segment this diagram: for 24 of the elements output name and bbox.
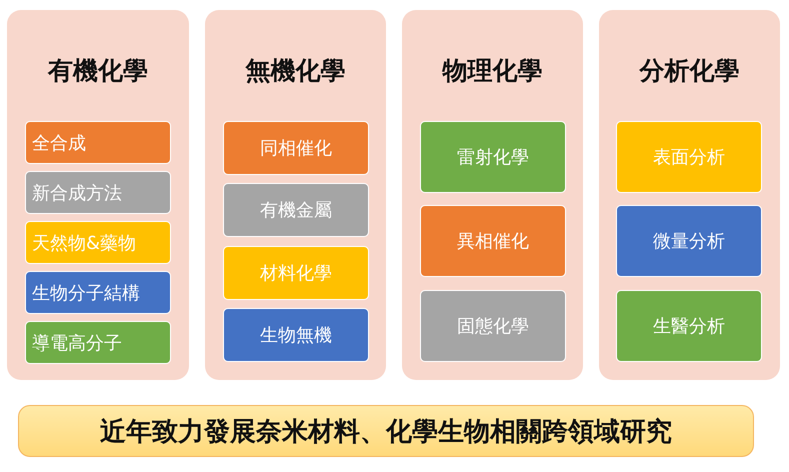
topic-box: 生物無機 <box>223 308 369 362</box>
panel-title: 無機化學 <box>244 55 346 87</box>
topic-box: 表面分析 <box>616 121 762 193</box>
topic-box: 生物分子結構 <box>25 271 171 314</box>
panel-title: 分析化學 <box>638 55 740 87</box>
topic-box: 材料化學 <box>223 246 369 300</box>
topic-box: 異相催化 <box>420 205 566 277</box>
banner-box: 近年致力發展奈米材料、化學生物相關跨領域研究 <box>18 405 754 457</box>
topic-box: 生醫分析 <box>616 290 762 362</box>
category-panel <box>7 10 189 380</box>
topic-box: 固態化學 <box>420 290 566 362</box>
topic-box: 天然物&藥物 <box>25 221 171 264</box>
topic-box: 有機金屬 <box>223 183 369 237</box>
topic-box: 導電高分子 <box>25 321 171 364</box>
topic-box: 微量分析 <box>616 205 762 277</box>
category-panel <box>402 10 583 380</box>
category-panel <box>599 10 780 380</box>
topic-box: 全合成 <box>25 121 171 164</box>
topic-box: 新合成方法 <box>25 171 171 214</box>
panel-title: 有機化學 <box>46 55 149 87</box>
topic-box: 雷射化學 <box>420 121 566 193</box>
panel-title: 物理化學 <box>441 55 544 87</box>
topic-box: 同相催化 <box>223 121 369 175</box>
category-panel <box>205 10 386 380</box>
